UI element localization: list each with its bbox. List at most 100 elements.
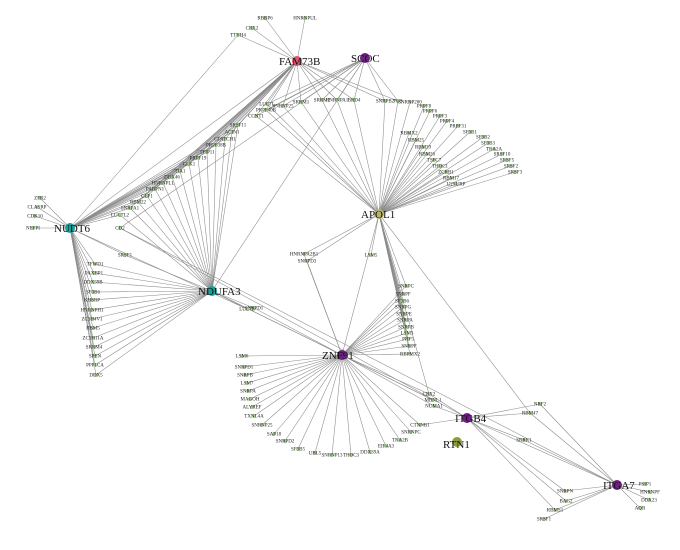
leaf-node-dot xyxy=(35,205,39,209)
edge-clp1-nudt6 xyxy=(69,195,148,229)
leaf-node: THOC1 xyxy=(432,164,449,170)
leaf-node-label: RBM17 xyxy=(443,177,460,182)
leaf-node: TRA2A xyxy=(486,147,503,153)
leaf-node-label: RBM22 xyxy=(130,201,147,206)
leaf-node-label: DDX5 xyxy=(89,374,103,379)
leaf-node: NRF2 xyxy=(534,402,547,408)
leaf-node-label: RBMS1 xyxy=(547,509,564,514)
leaf-node: SRSF1 xyxy=(537,517,552,523)
edge-prpf38b-ndufa3 xyxy=(211,144,217,292)
edge-rbmx2-apol1 xyxy=(378,132,410,215)
leaf-node: KHSRP xyxy=(84,298,100,304)
leaf-node-label: PRPF31 xyxy=(450,125,467,130)
leaf-node: THOC3 xyxy=(343,453,360,459)
leaf-node: BAG2 xyxy=(559,499,573,505)
leaf-node: EIF4A3 xyxy=(378,444,395,450)
leaf-node-label: KHSRP xyxy=(84,299,100,304)
hub-node-dot xyxy=(337,350,347,360)
leaf-node-label: THOC1 xyxy=(432,165,449,170)
leaf-node-label: SF3B1 xyxy=(463,131,477,136)
hub-node-dot xyxy=(452,437,462,447)
hub-node-itgb4: ITGB4 xyxy=(455,413,487,425)
leaf-node-label: PHF5 xyxy=(402,338,414,343)
edge-lsm3-znf91 xyxy=(341,332,408,356)
leaf-node-label: DDX46 xyxy=(164,176,180,181)
leaf-node: SF3B6 xyxy=(395,299,409,305)
leaf-node-dot xyxy=(486,141,490,145)
leaf-node-dot xyxy=(542,517,546,521)
leaf-node-label: RBPMX2 xyxy=(400,353,421,358)
leaf-node: RBM39 xyxy=(415,145,432,151)
hub-node-nudt6: NUDT6 xyxy=(54,223,91,235)
leaf-node-label: UBL5 xyxy=(309,452,322,457)
edge-mbnl1-znf91 xyxy=(341,354,434,401)
edge-ddx39b-nudt6 xyxy=(69,227,94,283)
leaf-node: NEFPI xyxy=(26,226,40,232)
leaf-node-label: SNRPB xyxy=(237,374,254,379)
leaf-node: SPEN xyxy=(89,354,101,360)
leaf-node-dot xyxy=(432,404,436,408)
edge-srsf11-ndufa3 xyxy=(211,124,239,292)
edge-alyref-znf91 xyxy=(251,354,343,408)
edge-srsf1-itga7 xyxy=(543,484,618,520)
leaf-node-dot xyxy=(407,131,411,135)
leaf-node-label: SNRPA xyxy=(240,390,256,395)
leaf-node-label: TRA2A xyxy=(486,148,503,153)
leaf-node-label: CCNT1 xyxy=(248,115,264,120)
hub-node-dot xyxy=(612,480,622,490)
leaf-node: PAXBP1 xyxy=(85,271,104,277)
edge-acin1-ndufa3 xyxy=(211,131,233,292)
leaf-node: CLK1 xyxy=(183,162,196,168)
edge-snrpa-znf91 xyxy=(341,319,406,356)
leaf-node-label: ZC3H4V1 xyxy=(81,318,103,323)
leaf-node: SRRM4 xyxy=(86,345,103,351)
leaf-node-dot xyxy=(409,430,413,434)
edge-ddx39b-ndufa3 xyxy=(92,281,213,292)
leaf-node-dot xyxy=(513,170,517,174)
hub-node-scoc: SCOC xyxy=(351,53,380,65)
leaf-node-dot xyxy=(431,398,435,402)
leaf-node-label: CTNNB1 xyxy=(410,424,430,429)
edge-ctnnb1-itgb4 xyxy=(419,417,468,426)
leaf-node-label: HNRNPF xyxy=(640,491,660,496)
leaf-node-dot xyxy=(643,482,647,486)
edge-sf3b5-znf91 xyxy=(297,354,343,450)
leaf-node-dot xyxy=(407,344,411,348)
edge-snrpf-znf91 xyxy=(341,345,410,356)
edge-snrnp25-scoc xyxy=(282,57,366,107)
hub-node-label: ITGB4 xyxy=(455,413,487,425)
leaf-node: PRPF4 xyxy=(440,119,455,125)
leaf-node-dot xyxy=(421,145,425,149)
leaf-node: RBM5 xyxy=(86,326,100,332)
leaf-node-label: PRPF4 xyxy=(440,120,455,125)
leaf-node: LUC7L xyxy=(259,102,275,108)
leaf-node: U2SURP xyxy=(447,182,466,188)
leaf-node-label: RBM25 xyxy=(408,139,425,144)
edge-snrpd3-znf91 xyxy=(306,260,343,356)
leaf-node-dot xyxy=(252,414,256,418)
edge-sap18-znf91 xyxy=(273,354,343,435)
edge-rbm47-itgb4 xyxy=(466,412,531,419)
edge-rbm5-ndufa3 xyxy=(92,290,213,329)
leaf-node-label: LSM7 xyxy=(241,382,254,387)
leaf-node-dot xyxy=(648,490,652,494)
hub-node-apol1: APOL1 xyxy=(361,209,395,221)
leaf-node-label: LSM6 xyxy=(236,355,249,360)
leaf-node-label: SRRM1 xyxy=(293,101,310,106)
edge-srrm2-scoc xyxy=(321,57,366,101)
edge-luc7l-nudt6 xyxy=(69,227,248,310)
leaf-node-label: HNRNPA1 xyxy=(326,99,349,104)
hub-node-label: ITGA7 xyxy=(603,480,635,492)
leaf-node-label: PRPF3 xyxy=(433,115,448,120)
leaf-node: LUC7L xyxy=(239,307,255,313)
edge-snrpd1-znf91 xyxy=(253,307,343,356)
hub-node-label: NUDT6 xyxy=(54,223,91,235)
leaf-node-dot xyxy=(283,439,287,443)
leaf-node-dot xyxy=(90,308,94,312)
edge-srsf11-nudt6 xyxy=(69,124,239,229)
leaf-node: LUC7L2 xyxy=(111,213,130,219)
leaf-node-label: NUMA1 xyxy=(425,405,443,410)
edge-rbm26-apol1 xyxy=(378,153,428,215)
leaf-node: SF3B2 xyxy=(476,135,490,141)
edge-cd2-scoc xyxy=(119,57,366,229)
